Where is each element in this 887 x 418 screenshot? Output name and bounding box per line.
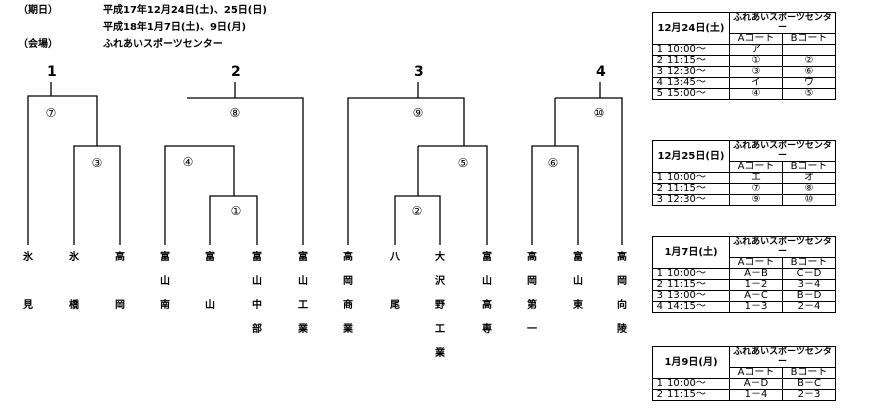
block-label-2: 2 bbox=[231, 64, 241, 80]
match-number-1: ① bbox=[230, 204, 242, 218]
date-line-2: 平成18年1月7日(土)、9日(月) bbox=[103, 22, 247, 33]
schedule-venue: ふれあいスポーツセンター bbox=[729, 236, 836, 258]
match-number-9: ⑨ bbox=[412, 106, 424, 120]
schedule-date: 1月7日(土) bbox=[652, 236, 730, 269]
team-toyama-minami: 富山南 bbox=[160, 252, 170, 311]
match-number-3: ③ bbox=[91, 156, 103, 170]
court-b-header: Bコート bbox=[782, 33, 836, 45]
date-line-1: 平成17年12月24日(土)、25日(日) bbox=[103, 5, 267, 16]
block-label-3: 3 bbox=[414, 64, 424, 80]
court-a-header: Aコート bbox=[729, 257, 783, 269]
match-number-7: ⑦ bbox=[45, 106, 57, 120]
bracket-line-match-5 bbox=[418, 145, 488, 245]
bracket-line-match-10 bbox=[555, 97, 623, 245]
schedule-date: 12月24日(土) bbox=[652, 12, 730, 45]
court-a-header: Aコート bbox=[729, 161, 783, 173]
court-a-header: Aコート bbox=[729, 33, 783, 45]
schedule-venue: ふれあいスポーツセンター bbox=[729, 140, 836, 162]
bracket-line-match-1 bbox=[209, 195, 258, 245]
match-number-10: ⑩ bbox=[593, 106, 605, 120]
team-osawano-kogyo: 大沢野工業 bbox=[435, 252, 445, 359]
team-toyama-kosen: 富山高専 bbox=[482, 252, 492, 335]
bracket-line-match-7 bbox=[27, 95, 98, 245]
match-number-8: ⑧ bbox=[229, 106, 241, 120]
date-label: （期日） bbox=[18, 5, 58, 16]
bracket-line-match-8 bbox=[187, 97, 304, 245]
team-toyama: 富山 bbox=[205, 252, 215, 311]
team-toyama-chubu: 富山中部 bbox=[252, 252, 262, 335]
bracket-line-match-9 bbox=[347, 97, 465, 245]
court-b-header: Bコート bbox=[782, 257, 836, 269]
venue-label: （会場） bbox=[18, 39, 58, 50]
bracket-line-match-4 bbox=[164, 145, 235, 245]
block-label-1: 1 bbox=[47, 64, 57, 80]
schedule-venue: ふれあいスポーツセンター bbox=[729, 12, 836, 34]
team-himi: 氷見 bbox=[23, 252, 33, 311]
match-number-5: ⑤ bbox=[457, 156, 469, 170]
team-takaoka-shogyo: 高岡商業 bbox=[343, 252, 353, 335]
team-yatsuo: 八尾 bbox=[390, 252, 400, 311]
team-takaoka-koryo: 高岡向陵 bbox=[617, 252, 627, 335]
team-hikyo: 氷橋 bbox=[69, 252, 79, 311]
schedule-date: 1月9日(月) bbox=[652, 346, 730, 379]
match-number-4: ④ bbox=[182, 155, 194, 169]
block-label-4: 4 bbox=[596, 64, 606, 80]
match-number-6: ⑥ bbox=[547, 156, 559, 170]
team-takaoka-daiichi: 高岡第一 bbox=[527, 252, 537, 335]
court-a-header: Aコート bbox=[729, 367, 783, 379]
court-b-header: Bコート bbox=[782, 161, 836, 173]
team-toyama-kogyo: 富山工業 bbox=[298, 252, 308, 335]
tournament-bracket bbox=[27, 82, 623, 245]
schedule-date: 12月25日(日) bbox=[652, 140, 730, 173]
match-number-2: ② bbox=[411, 204, 423, 218]
team-takaoka: 高岡 bbox=[115, 252, 125, 311]
bracket-line-match-3 bbox=[73, 145, 121, 245]
schedule-venue: ふれあいスポーツセンター bbox=[729, 346, 836, 368]
team-toyama-higashi: 富山東 bbox=[573, 252, 583, 311]
court-b-header: Bコート bbox=[782, 367, 836, 379]
venue-name: ふれあいスポーツセンター bbox=[103, 39, 223, 50]
